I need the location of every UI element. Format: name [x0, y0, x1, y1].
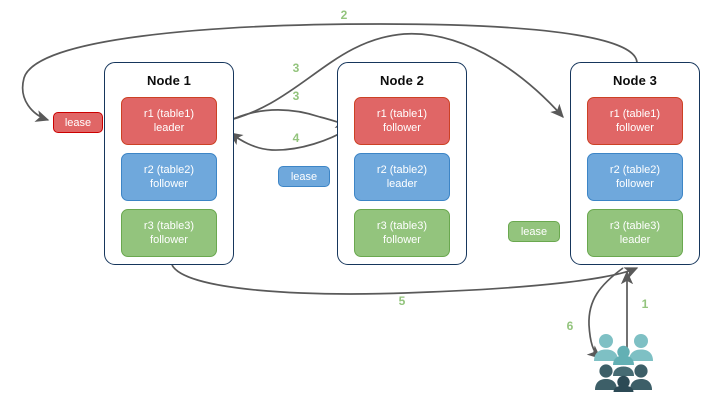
replica-name: r3 (table3): [376, 220, 428, 232]
step-label-1: 1: [641, 297, 649, 311]
node-box-node1[interactable]: Node 1 r1 (table1) leader r2 (table2) fo…: [104, 62, 234, 265]
node-box-node2[interactable]: Node 2 r1 (table1) follower r2 (table2) …: [337, 62, 467, 265]
users-icon[interactable]: [592, 332, 658, 392]
replica-role: follower: [616, 178, 654, 190]
replica-name: r2 (table2): [143, 164, 195, 176]
replica-n2r2[interactable]: r2 (table2) leader: [354, 153, 450, 201]
replica-name: r1 (table1): [376, 108, 428, 120]
node-title: Node 2: [380, 73, 424, 88]
replica-n2r1[interactable]: r1 (table1) follower: [354, 97, 450, 145]
arrow-step-3-node2: [223, 108, 350, 128]
replica-n1r2[interactable]: r2 (table2) follower: [121, 153, 217, 201]
node-title: Node 3: [613, 73, 657, 88]
replica-name: r2 (table2): [376, 164, 428, 176]
replica-name: r3 (table3): [143, 220, 195, 232]
replica-role: leader: [619, 234, 651, 246]
step-label-6: 6: [566, 319, 574, 333]
replica-role: follower: [616, 122, 654, 134]
replica-role: follower: [150, 234, 188, 246]
step-label-3-upper: 3: [292, 61, 300, 75]
replica-name: r1 (table1): [143, 108, 195, 120]
step-label-5: 5: [398, 294, 406, 308]
replica-n3r3[interactable]: r3 (table3) leader: [587, 209, 683, 257]
node-box-node3[interactable]: Node 3 r1 (table1) follower r2 (table2) …: [570, 62, 700, 265]
step-label-2: 2: [340, 8, 348, 22]
replica-n3r1[interactable]: r1 (table1) follower: [587, 97, 683, 145]
replica-role: follower: [383, 234, 421, 246]
replica-role: follower: [150, 178, 188, 190]
lease-badge-r3[interactable]: lease: [508, 221, 560, 242]
replica-role: leader: [153, 122, 185, 134]
replica-n1r1[interactable]: r1 (table1) leader: [121, 97, 217, 145]
replica-n1r3[interactable]: r3 (table3) follower: [121, 209, 217, 257]
arrow-step-5: [171, 264, 639, 295]
replica-n2r3[interactable]: r3 (table3) follower: [354, 209, 450, 257]
replica-name: r2 (table2): [609, 164, 661, 176]
lease-badge-r1[interactable]: lease: [53, 112, 103, 133]
replica-name: r1 (table1): [609, 108, 661, 120]
lease-badge-r2[interactable]: lease: [278, 166, 330, 187]
replica-role: follower: [383, 122, 421, 134]
step-label-3-lower: 3: [292, 89, 300, 103]
step-label-4: 4: [292, 131, 300, 145]
node-title: Node 1: [147, 73, 191, 88]
replica-name: r3 (table3): [609, 220, 661, 232]
replica-role: leader: [386, 178, 418, 190]
replica-n3r2[interactable]: r2 (table2) follower: [587, 153, 683, 201]
